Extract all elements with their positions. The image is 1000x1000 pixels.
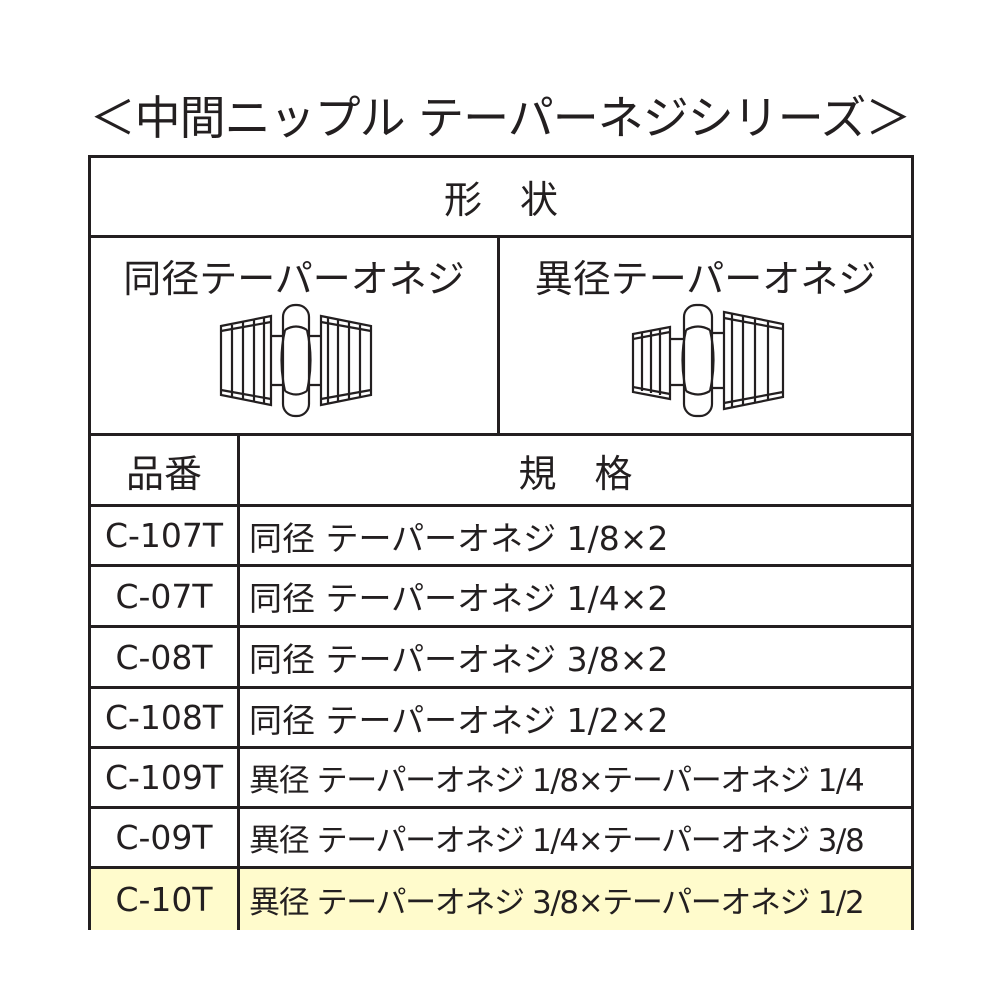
column-header-code: 品番 <box>125 451 202 496</box>
row-code: C-09T <box>115 818 213 857</box>
shape-same-diameter: 同径テーパーオネジ <box>91 238 497 433</box>
shape-label: 同径テーパーオネジ <box>123 257 465 301</box>
row-spec: 同径 テーパーオネジ 3/8×2 <box>249 640 669 679</box>
row-spec: 同径 テーパーオネジ 1/2×2 <box>249 700 669 740</box>
row-code: C-07T <box>115 576 213 616</box>
shape-header: 形 状 <box>443 178 558 222</box>
row-spec: 同径 テーパーオネジ 1/8×2 <box>249 518 669 558</box>
row-spec-highlighted: 異径 テーパーオネジ 3/8×テーパーオネジ 1/2 <box>240 869 911 930</box>
row-code: C-08T <box>115 637 213 677</box>
shape-reducing: 異径テーパーオネジ <box>500 238 911 433</box>
row-code: C-108T <box>104 698 224 737</box>
row-code: C-109T <box>104 758 224 797</box>
same-diameter-nipple-icon <box>219 303 373 418</box>
shape-label: 異径テーパーオネジ <box>534 257 877 301</box>
reducing-nipple-icon <box>631 303 785 418</box>
page-title: ＜中間ニップル テーパーネジシリーズ＞ <box>89 91 912 145</box>
row-spec: 同径 テーパーオネジ 1/4×2 <box>249 579 669 618</box>
column-header-spec: 規 格 <box>518 451 633 496</box>
row-spec: 異径 テーパーオネジ 1/4×テーパーオネジ 3/8 <box>249 823 865 859</box>
spec-table: 形 状 同径テーパーオネジ 異径テーパーオネジ 品番 規 格 C-107T 同径… <box>88 155 914 930</box>
row-code-highlighted: C-10T <box>91 869 237 930</box>
row-spec: 異径 テーパーオネジ 1/8×テーパーオネジ 1/4 <box>249 763 865 799</box>
row-code: C-107T <box>104 516 224 555</box>
